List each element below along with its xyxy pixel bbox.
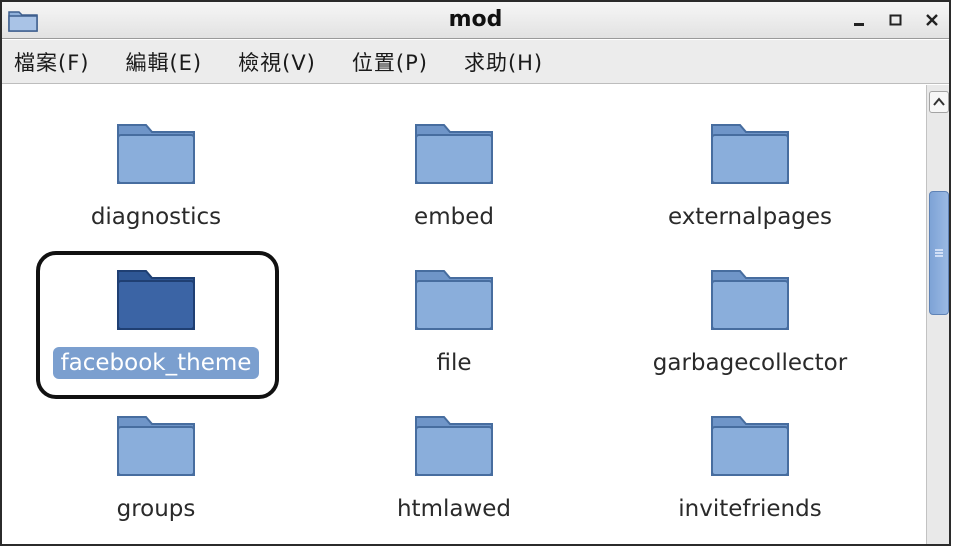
folder-icon xyxy=(711,270,789,330)
scroll-up-button[interactable] xyxy=(929,91,949,113)
folder-item-diagnostics[interactable]: diagnostics xyxy=(26,115,286,233)
folder-icon xyxy=(415,416,493,476)
folder-item-file[interactable]: file xyxy=(324,261,584,379)
folder-label: embed xyxy=(414,204,494,230)
folder-label: file xyxy=(436,350,472,376)
maximize-button[interactable] xyxy=(883,7,909,33)
minimize-button[interactable] xyxy=(847,7,873,33)
folder-label: garbagecollector xyxy=(652,350,848,376)
minimize-icon xyxy=(854,23,864,26)
folder-icon xyxy=(415,124,493,184)
folder-label: externalpages xyxy=(667,204,833,230)
close-button[interactable] xyxy=(919,7,945,33)
menu-file[interactable]: 檔案(F) xyxy=(14,50,90,75)
folder-item-invitefriends[interactable]: invitefriends xyxy=(620,407,880,525)
maximize-icon xyxy=(889,14,902,26)
title-bar[interactable]: mod xyxy=(2,2,949,39)
folder-label: htmlawed xyxy=(396,496,512,522)
folder-icon xyxy=(8,11,38,32)
close-icon xyxy=(926,14,938,26)
folder-icon xyxy=(117,416,195,476)
folder-item-groups[interactable]: groups xyxy=(26,407,286,525)
folder-label: facebook_theme xyxy=(52,347,260,379)
folder-item-htmlawed[interactable]: htmlawed xyxy=(324,407,584,525)
folder-item-externalpages[interactable]: externalpages xyxy=(620,115,880,233)
folder-label: groups xyxy=(116,496,196,522)
folder-icon xyxy=(117,124,195,184)
menu-edit[interactable]: 編輯(E) xyxy=(125,50,203,75)
folder-label: invitefriends xyxy=(678,496,822,522)
menu-bar: 檔案(F) 編輯(E) 檢視(V) 位置(P) 求助(H) xyxy=(2,40,949,84)
chevron-up-icon xyxy=(933,97,945,106)
folder-icon xyxy=(117,270,195,330)
icon-view[interactable]: diagnostics embed externalpages facebook… xyxy=(2,85,923,544)
folder-item-facebook-theme[interactable]: facebook_theme xyxy=(26,261,286,379)
folder-icon xyxy=(711,416,789,476)
folder-icon xyxy=(415,270,493,330)
menu-places[interactable]: 位置(P) xyxy=(351,50,428,75)
folder-label: diagnostics xyxy=(90,204,222,230)
folder-icon xyxy=(711,124,789,184)
window-title: mod xyxy=(448,7,503,32)
folder-item-garbagecollector[interactable]: garbagecollector xyxy=(620,261,880,379)
menu-help[interactable]: 求助(H) xyxy=(463,50,544,75)
menu-view[interactable]: 檢視(V) xyxy=(238,50,316,75)
annotation-highlight-box xyxy=(36,251,279,399)
scroll-thumb[interactable] xyxy=(929,191,949,315)
vertical-scrollbar[interactable] xyxy=(926,85,949,544)
grip-icon xyxy=(935,249,943,257)
folder-item-embed[interactable]: embed xyxy=(324,115,584,233)
